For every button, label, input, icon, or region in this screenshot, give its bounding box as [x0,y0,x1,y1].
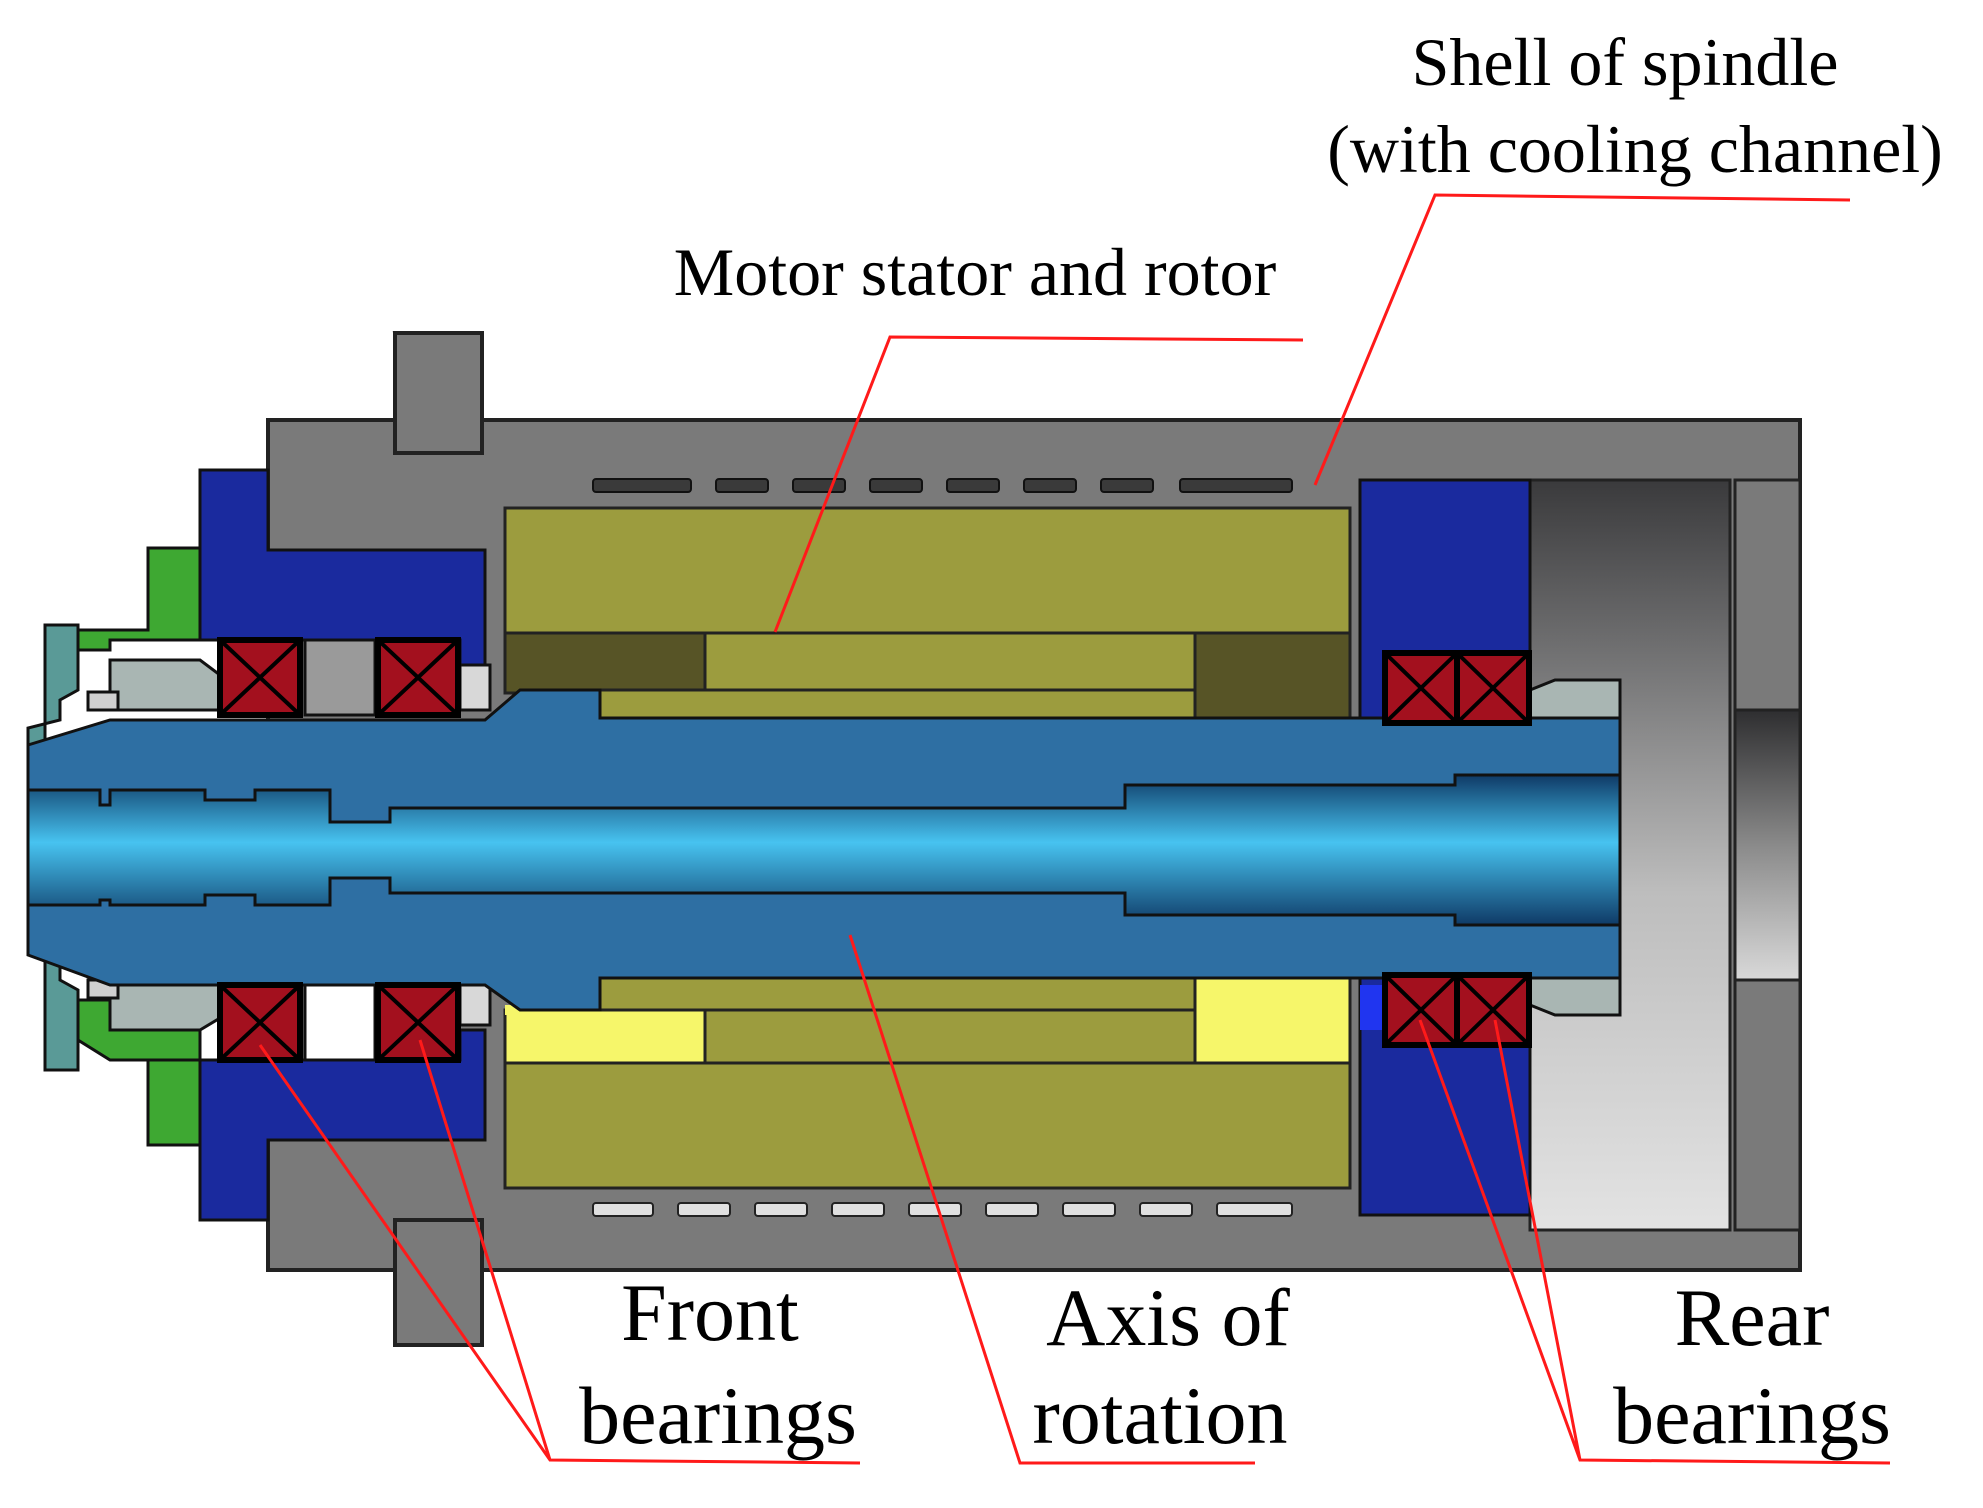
front-bearing-bottom-1 [217,982,303,1063]
rotor-top-step [703,631,1197,692]
rear-bearing-bottom-1 [1382,972,1460,1048]
shell-flange-bottom [393,1218,484,1347]
front-bearing-top-1 [217,637,303,718]
front-spacers [86,638,492,1062]
leader-rear [1418,1019,1891,1465]
label-rear-line1: Rear [1675,1272,1830,1363]
leader-axis [848,934,1255,1465]
leader-front [258,1039,861,1465]
leader-lines [258,193,1891,1465]
rotor-top [598,688,1197,720]
label-front-line2: bearings [579,1370,857,1461]
shell-flange-top [393,331,484,455]
motor-stator-rotor [503,506,1352,1190]
rear-housing-blue-accent [1360,985,1382,1030]
label-front-line1: Front [621,1267,799,1358]
label-rear-line2: bearings [1613,1370,1891,1461]
rotor-bottom [598,976,1197,1012]
stator-top-dark-right [1193,631,1352,720]
leader-shell [1313,193,1851,486]
leader-motor [773,335,1304,633]
rear-cap-top [1733,478,1802,712]
label-axis-line2: rotation [1032,1370,1287,1461]
label-axis-line1: Axis of [1046,1272,1290,1363]
rear-spacers [1528,678,1622,1017]
yellow-right [1193,976,1352,1065]
spindle-shaft [26,688,1622,1012]
yellow-left [503,1008,707,1065]
shaft-bore [26,773,1622,927]
label-shell-line2: (with cooling channel) [1327,111,1943,187]
front-bearing-bottom-2 [375,982,461,1063]
rear-cap-bore [1733,708,1802,982]
rear-cap-bottom [1733,978,1802,1232]
stator-top [503,506,1352,635]
label-motor: Motor stator and rotor [674,234,1277,310]
rear-bearing-top-1 [1382,650,1460,726]
cooling-channels-bottom [592,1202,1293,1217]
rotor-bottom-step [703,1008,1197,1065]
rear-bearing-bottom-2 [1454,972,1532,1048]
label-shell-line1: Shell of spindle [1412,24,1839,100]
stator-top-dark [503,631,707,695]
rear-bearing-top-2 [1454,650,1532,726]
stator-bottom [503,1061,1352,1190]
front-bearing-top-2 [375,637,461,718]
